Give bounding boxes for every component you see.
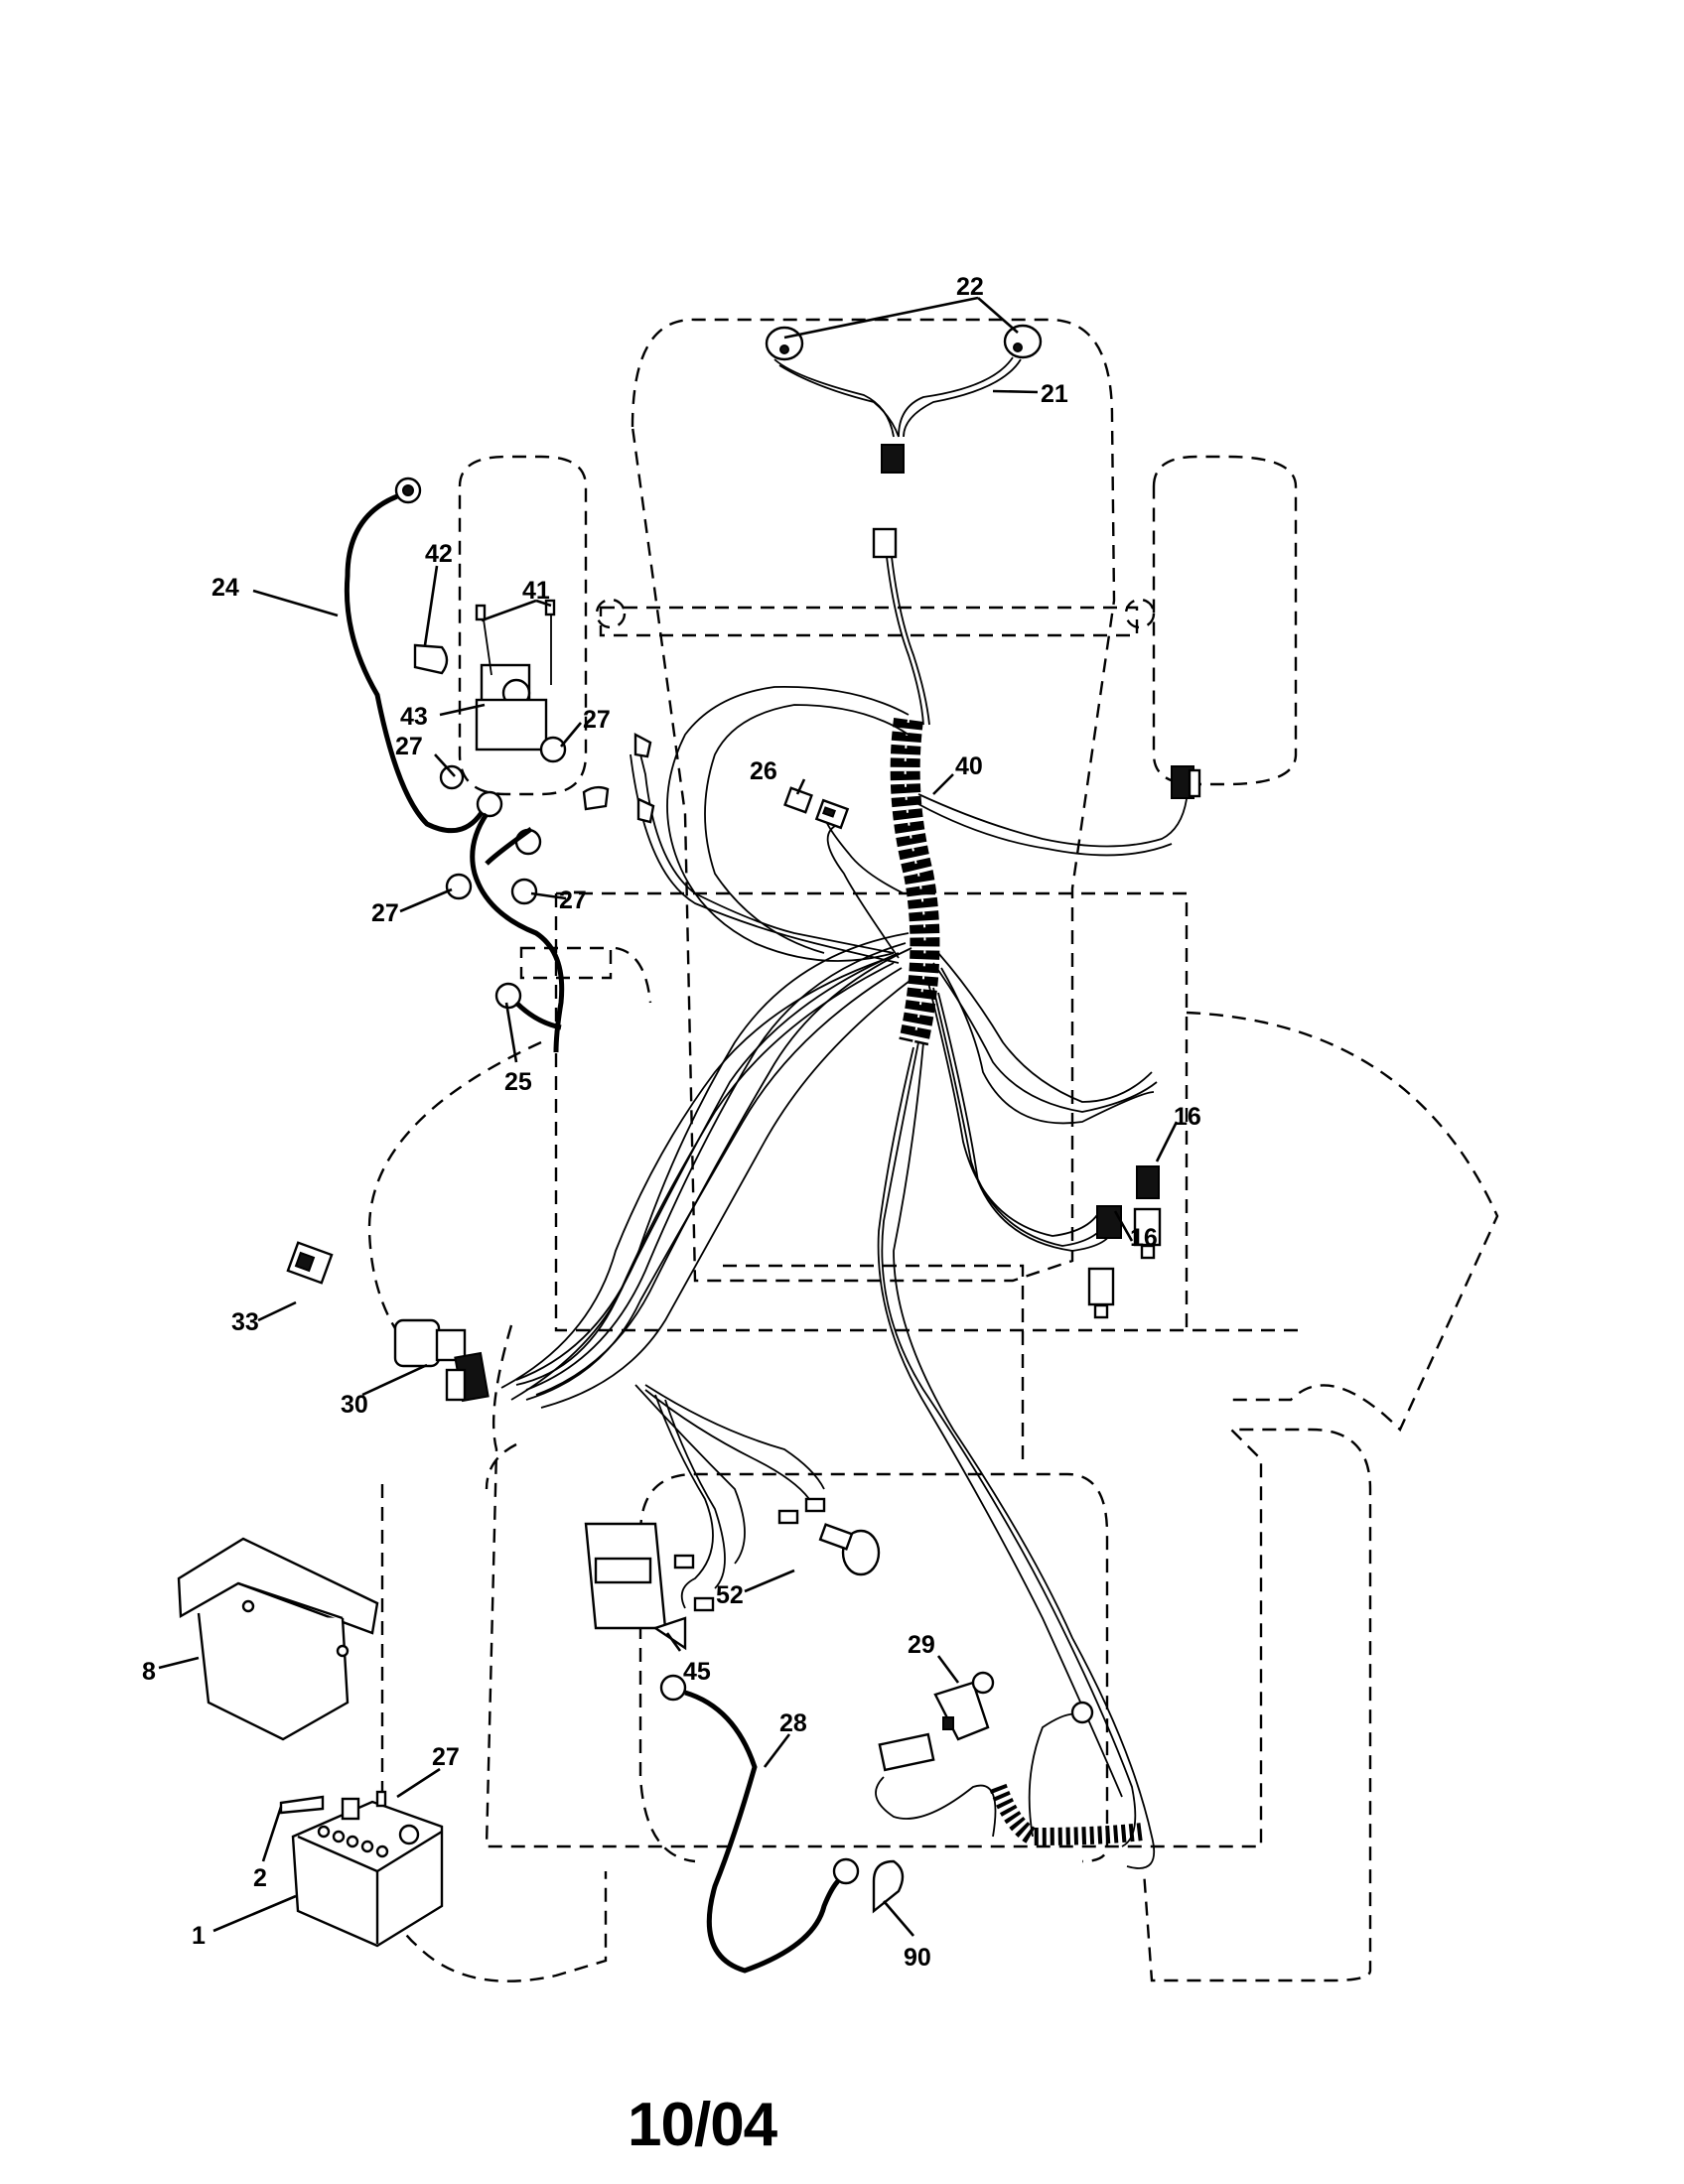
callout-16-lower: 16 [1130,1224,1158,1252]
callout-40: 40 [955,752,983,780]
callout-30: 30 [341,1391,368,1419]
battery-tray-8 [177,1537,379,1741]
callout-24: 24 [211,574,239,602]
callout-22: 22 [956,273,984,301]
callout-33: 33 [231,1308,259,1336]
callout-27-lower-right: 27 [559,887,587,914]
callout-25: 25 [504,1068,532,1096]
callout-8: 8 [142,1658,156,1686]
connector-16-upper [1133,1165,1162,1260]
callout-labels: 22 21 24 42 41 43 27 27 27 27 26 40 25 1… [142,273,1201,1972]
callout-43: 43 [400,703,428,731]
bulb-52 [673,1497,881,1612]
relay-33 [286,1241,334,1285]
callout-16-upper: 16 [1174,1103,1201,1131]
hour-meter-45 [584,1522,687,1651]
callout-28: 28 [779,1709,807,1737]
callout-27-battery: 27 [432,1743,460,1771]
callout-52: 52 [716,1581,744,1609]
callout-42: 42 [425,540,453,568]
coiled-wire [875,1701,1144,1846]
solenoid-assembly [344,477,655,1053]
callout-29: 29 [908,1631,935,1659]
connector-16-lower [1087,1205,1122,1319]
callout-2: 2 [253,1864,267,1892]
seat-switch-29 [933,1671,995,1741]
callout-21: 21 [1041,380,1068,408]
leader-lines [158,296,1179,1937]
rear-connector [1171,765,1201,799]
wire-harness-loom [500,685,1188,1869]
callout-1: 1 [192,1922,206,1950]
battery-cable-28 [659,1674,860,1974]
callout-41: 41 [522,577,550,605]
tractor-outline [367,318,1499,1982]
terminal-boot-90 [872,1859,905,1914]
callout-27-upper-right: 27 [583,706,611,734]
callout-26: 26 [750,757,777,785]
callout-27-upper-left: 27 [395,733,423,760]
date-stamp: 10/04 [628,2091,777,2159]
headlight-assembly [765,324,1043,726]
callout-90: 90 [904,1944,931,1972]
fuse-26 [783,786,850,830]
callout-27-lower-left: 27 [371,899,399,927]
ignition-switch [393,1318,490,1403]
callout-45: 45 [683,1658,711,1686]
battery-1 [279,1790,444,1948]
